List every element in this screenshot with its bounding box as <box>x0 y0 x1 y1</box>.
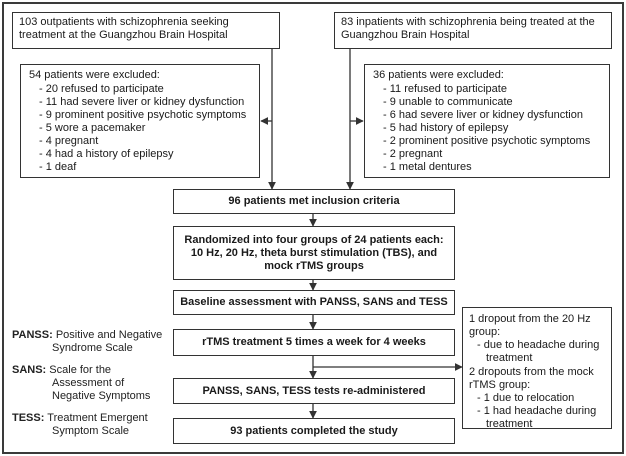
legend-text: Assessment of <box>52 377 125 389</box>
dropouts-group2-list: 1 due to relocation 1 had headache durin… <box>469 392 605 431</box>
list-item: 1 deaf <box>39 161 251 174</box>
list-item: 5 had history of epilepsy <box>383 122 601 135</box>
legend-text: Scale for the <box>49 364 112 376</box>
inpatients-excluded-title: 36 patients were excluded: <box>373 69 504 81</box>
outpatients-excluded-box: 54 patients were excluded: 20 refused to… <box>20 64 260 178</box>
inpatients-box: 83 inpatients with schizophrenia being t… <box>334 12 612 49</box>
list-item: due to headache during treatment <box>477 339 605 365</box>
outpatients-excluded-title: 54 patients were excluded: <box>29 69 160 81</box>
list-item: 2 pregnant <box>383 148 601 161</box>
completed-text: 93 patients completed the study <box>230 424 398 437</box>
list-item: 1 due to relocation <box>477 392 605 405</box>
legend-panss: PANSS: Positive and Negative Syndrome Sc… <box>12 329 172 355</box>
completed-box: 93 patients completed the study <box>173 418 455 444</box>
treatment-text: rTMS treatment 5 times a week for 4 week… <box>202 336 426 348</box>
list-item: 11 refused to participate <box>383 83 601 96</box>
list-item: 1 metal dentures <box>383 161 601 174</box>
legend-text: Syndrome Scale <box>52 342 133 354</box>
legend-text: Negative Symptoms <box>52 390 151 402</box>
list-item: 1 had headache during treatment <box>477 405 605 431</box>
legend-text: Symptom Scale <box>52 425 130 437</box>
inpatients-excluded-box: 36 patients were excluded: 11 refused to… <box>364 64 610 178</box>
readministered-text: PANSS, SANS, TESS tests re-administered <box>202 384 426 397</box>
outpatients-header: 103 outpatients with schizophrenia seeki… <box>19 16 229 41</box>
outpatients-excluded-list: 20 refused to participate 11 had severe … <box>29 83 251 174</box>
legend-text: Treatment Emergent <box>47 412 148 424</box>
list-item: 20 refused to participate <box>39 83 251 96</box>
legend-sans: SANS: Scale for the Assessment of Negati… <box>12 364 172 403</box>
inclusion-box: 96 patients met inclusion criteria <box>173 189 455 214</box>
list-item: 9 unable to communicate <box>383 96 601 109</box>
legend-tess: TESS: Treatment Emergent Symptom Scale <box>12 412 172 438</box>
inclusion-text: 96 patients met inclusion criteria <box>228 195 400 207</box>
list-item: 5 wore a pacemaker <box>39 122 251 135</box>
randomized-text: Randomized into four groups of 24 patien… <box>184 233 444 272</box>
dropouts-box: 1 dropout from the 20 Hz group: due to h… <box>462 307 612 431</box>
dropouts-group1-title: 1 dropout from the 20 Hz group: <box>469 313 591 338</box>
legend-key: TESS: <box>12 412 45 424</box>
baseline-text: Baseline assessment with PANSS, SANS and… <box>180 296 448 308</box>
list-item: 4 had a history of epilepsy <box>39 148 251 161</box>
dropouts-group2-title: 2 dropouts from the mock rTMS group: <box>469 366 594 391</box>
dropouts-group1-list: due to headache during treatment <box>469 339 605 365</box>
list-item: 9 prominent positive psychotic symptoms <box>39 109 251 122</box>
list-item: 11 had severe liver or kidney dysfunctio… <box>39 96 251 109</box>
inpatients-excluded-list: 11 refused to participate 9 unable to co… <box>373 83 601 174</box>
randomized-box: Randomized into four groups of 24 patien… <box>173 226 455 280</box>
list-item: 6 had severe liver or kidney dysfunction <box>383 109 601 122</box>
list-item: 2 prominent positive psychotic symptoms <box>383 135 601 148</box>
outpatients-box: 103 outpatients with schizophrenia seeki… <box>12 12 280 49</box>
inpatients-header: 83 inpatients with schizophrenia being t… <box>341 16 595 41</box>
legend-key: PANSS: <box>12 329 53 341</box>
list-item: 4 pregnant <box>39 135 251 148</box>
treatment-box: rTMS treatment 5 times a week for 4 week… <box>173 329 455 356</box>
readministered-box: PANSS, SANS, TESS tests re-administered <box>173 378 455 404</box>
baseline-box: Baseline assessment with PANSS, SANS and… <box>173 290 455 315</box>
legend-text: Positive and Negative <box>55 329 163 341</box>
legend-key: SANS: <box>12 364 47 376</box>
